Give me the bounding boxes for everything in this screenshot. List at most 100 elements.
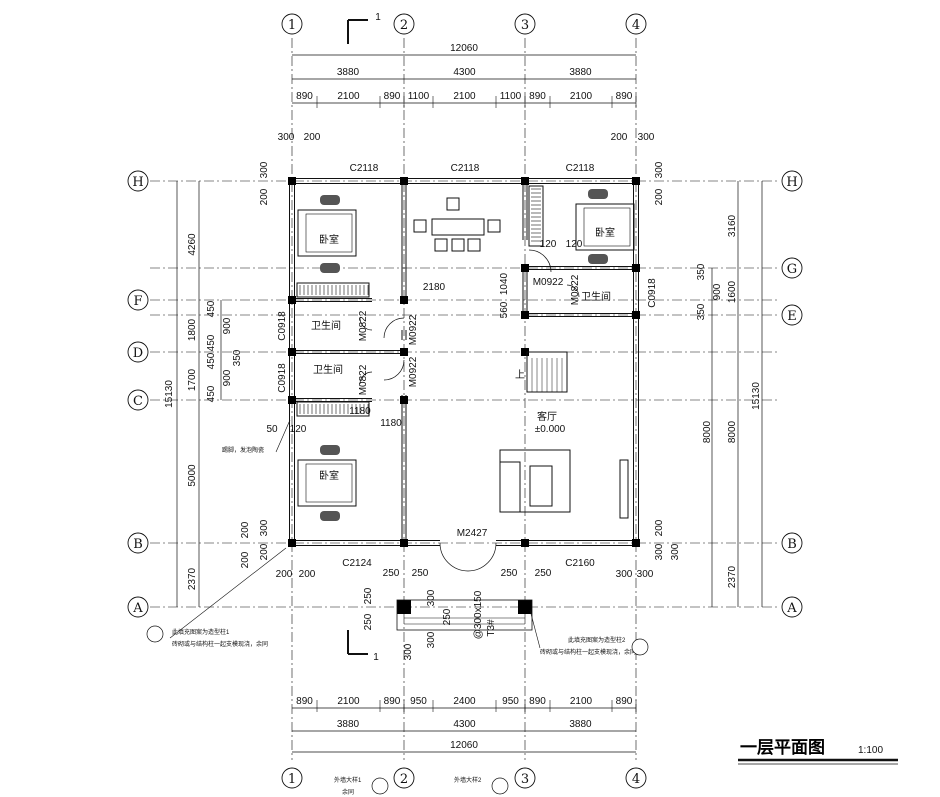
structural-column <box>632 264 640 272</box>
structural-column <box>632 177 640 185</box>
window-label: C0918 <box>277 363 288 393</box>
label: 3880 <box>569 719 592 730</box>
sofa <box>499 461 521 513</box>
structural-column <box>632 311 640 319</box>
axis-label: C <box>133 394 143 409</box>
drawing-title: 一层平面图 <box>740 738 825 758</box>
label: 300 <box>654 543 665 560</box>
label: 4300 <box>453 719 476 730</box>
label: 2100 <box>337 91 360 102</box>
interior-dim: 120 <box>540 239 557 250</box>
label: 200 <box>304 132 321 143</box>
label: 2100 <box>453 91 476 102</box>
axis-label: G <box>787 262 797 277</box>
label: 890 <box>296 696 313 707</box>
label: 8000 <box>727 420 738 443</box>
decorative-column <box>518 600 532 614</box>
window-label: C0918 <box>277 311 288 341</box>
door-label: M0822 <box>570 274 581 305</box>
axis-bubble <box>127 596 149 618</box>
interior-dim: 1180 <box>349 406 371 417</box>
door-label: M0922 <box>533 277 564 288</box>
coffee-table <box>529 465 553 507</box>
structural-column <box>400 296 408 304</box>
detail-callout: 外墙大样1 <box>334 776 362 784</box>
structural-column <box>400 539 408 547</box>
axis-bubble <box>781 532 803 554</box>
porch-dim: 250 <box>501 568 518 579</box>
label: 900 <box>712 283 723 300</box>
detail-index-symbol <box>146 625 164 643</box>
wardrobe <box>296 401 370 417</box>
level-label: ±0.000 <box>535 424 566 435</box>
window-label: C2124 <box>342 558 372 569</box>
door-label: M0922 <box>408 356 419 387</box>
dining-chair <box>451 238 465 252</box>
structural-column <box>400 177 408 185</box>
detail-index-symbol <box>491 777 509 795</box>
leader-line <box>169 547 287 639</box>
axis-label: 4 <box>632 772 640 787</box>
label: 450 <box>206 385 217 402</box>
room-label: 卧室 <box>319 233 339 246</box>
porch-dim: 300 <box>426 589 437 606</box>
structural-column <box>521 539 529 547</box>
leader-line <box>529 609 541 649</box>
label: 1600 <box>727 280 738 303</box>
label: 2100 <box>570 91 593 102</box>
decorative-column <box>397 600 411 614</box>
window-label: C2160 <box>565 558 595 569</box>
bed-mattress <box>305 213 353 253</box>
label: 890 <box>616 91 633 102</box>
interior-dim: 120 <box>290 424 307 435</box>
main-door-swing <box>439 542 469 572</box>
axis-bubble <box>281 767 303 789</box>
label: 350 <box>232 349 243 366</box>
nightstand-lamp <box>588 189 608 199</box>
porch-dim: 300 <box>670 543 681 560</box>
axis-label: 1 <box>288 772 296 787</box>
window-label: C2118 <box>451 163 480 174</box>
porch-dim: @300x150 <box>473 590 484 639</box>
axis-label: B <box>133 537 143 552</box>
door-swing <box>528 249 552 273</box>
dining-chair <box>487 219 501 233</box>
axis-bubble <box>625 767 647 789</box>
axis-bubble <box>127 532 149 554</box>
interior-dim: 120 <box>566 239 583 250</box>
label: 890 <box>296 91 313 102</box>
axis-bubble <box>127 170 149 192</box>
axis-bubble <box>781 304 803 326</box>
door-swing <box>566 284 580 298</box>
axis-bubble <box>781 596 803 618</box>
section-label: 1 <box>375 12 381 23</box>
label: 1700 <box>187 368 198 391</box>
label: 900 <box>222 317 233 334</box>
porch-dim: 250 <box>383 568 400 579</box>
axis-label: 3 <box>521 772 529 787</box>
porch-dim: 250 <box>412 568 429 579</box>
detail-callout: 外墙大样2 <box>454 776 482 784</box>
label: 200 <box>259 543 270 560</box>
label: 8000 <box>702 420 713 443</box>
label: 450 <box>206 352 217 369</box>
axis-bubble <box>781 170 803 192</box>
axis-label: D <box>133 346 143 361</box>
porch-dim: T3# <box>486 619 497 637</box>
axis-bubble <box>127 389 149 411</box>
structural-column <box>288 296 296 304</box>
nightstand-lamp <box>320 445 340 455</box>
window-label: C0918 <box>647 278 658 308</box>
section-label: 1 <box>373 652 379 663</box>
porch-steps <box>396 599 533 631</box>
interior-dim: 2180 <box>423 282 446 293</box>
porch-dim: 300 <box>637 569 654 580</box>
label: 2100 <box>337 696 360 707</box>
dining-chair <box>446 197 460 211</box>
leader-line <box>275 419 291 453</box>
door-swing <box>359 371 373 385</box>
interior-dim: 1180 <box>380 418 402 429</box>
porch-dim: 200 <box>240 551 251 568</box>
label: 300 <box>638 132 655 143</box>
